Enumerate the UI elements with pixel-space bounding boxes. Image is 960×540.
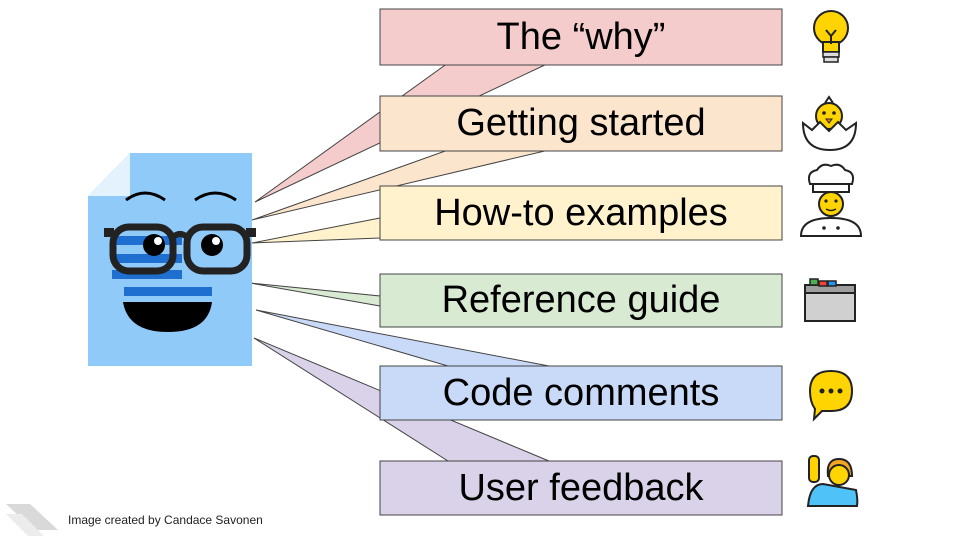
person-raising-hand-icon (806, 455, 859, 507)
text-line (112, 254, 182, 263)
pointer-how-to (251, 217, 381, 244)
document-character (88, 153, 256, 366)
left-eye (143, 234, 165, 256)
right-eye (201, 234, 223, 256)
browser-window-icon (804, 278, 856, 322)
label-reference-guide: Reference guide (441, 279, 721, 321)
logo-icon (6, 504, 58, 536)
label-getting-started: Getting started (456, 102, 706, 144)
box-reference (379, 273, 783, 328)
glasses-icon (104, 223, 256, 275)
box-user-feedback (379, 460, 783, 516)
label-user-feedback: User feedback (458, 466, 704, 509)
left-eyebrow (125, 191, 166, 202)
box-how-to (379, 185, 783, 241)
hatching-chick-icon (801, 95, 858, 152)
box-getting-started (379, 95, 783, 152)
box-why (379, 8, 783, 66)
image-credit: Image created by Candace Savonen (68, 513, 263, 527)
cook-icon (799, 163, 863, 237)
label-why: The “why” (496, 15, 666, 58)
text-line (124, 287, 212, 296)
box-code-comments (379, 365, 783, 421)
document-fold (88, 153, 130, 196)
label-how-to-examples: How-to examples (434, 191, 728, 234)
right-eyebrow (194, 191, 237, 202)
smile-mouth (123, 302, 212, 332)
pointer-reference (249, 282, 381, 307)
label-code-comments: Code comments (442, 371, 720, 414)
speech-bubble-icon (808, 369, 854, 422)
light-bulb-icon (813, 10, 849, 63)
